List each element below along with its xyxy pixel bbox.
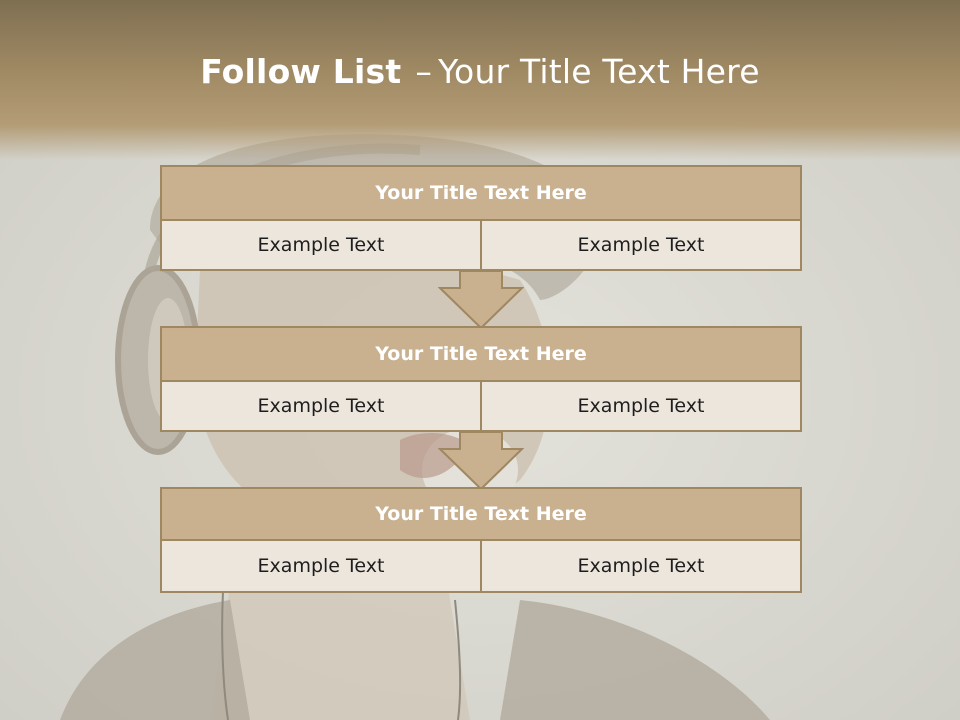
step-block-title: Your Title Text Here xyxy=(160,487,802,541)
step-block-title: Your Title Text Here xyxy=(160,165,802,221)
example-text-cell: Example Text xyxy=(160,382,482,432)
step-block-row: Example Text Example Text xyxy=(160,382,802,432)
slide-title-bold: Follow List xyxy=(200,52,402,91)
step-block-row: Example Text Example Text xyxy=(160,541,802,593)
down-arrow-2 xyxy=(438,431,524,491)
header-band xyxy=(0,0,960,160)
example-text-cell: Example Text xyxy=(160,221,482,271)
step-block-row: Example Text Example Text xyxy=(160,221,802,271)
step-block-2: Your Title Text Here Example Text Exampl… xyxy=(160,326,802,432)
example-text-cell: Example Text xyxy=(482,221,802,271)
example-text-cell: Example Text xyxy=(160,541,482,593)
example-text-cell: Example Text xyxy=(482,541,802,593)
slide-title: Follow List–Your Title Text Here xyxy=(0,52,960,91)
slide-title-rest: Your Title Text Here xyxy=(438,52,760,91)
step-block-title: Your Title Text Here xyxy=(160,326,802,382)
step-block-3: Your Title Text Here Example Text Exampl… xyxy=(160,487,802,593)
step-block-1: Your Title Text Here Example Text Exampl… xyxy=(160,165,802,271)
example-text-cell: Example Text xyxy=(482,382,802,432)
slide-title-separator: – xyxy=(415,52,433,91)
down-arrow-1 xyxy=(438,270,524,330)
